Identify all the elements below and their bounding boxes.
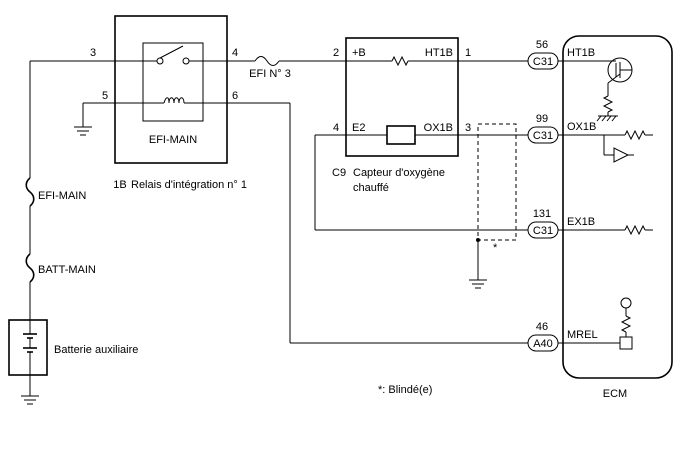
ex1b-resistor-symbol [624, 224, 646, 236]
shield-box [477, 123, 517, 241]
efi-main-fuse-symbol [25, 177, 35, 207]
integration-relay: EFI-MAIN 3 4 5 6 1B Relais d'intégration… [90, 15, 247, 191]
sensor-terminal-plus-b: +B [352, 47, 366, 59]
connector-id: A40 [533, 338, 553, 350]
shield-junction-dot [476, 238, 480, 242]
footnote: *: Blindé(e) [378, 384, 432, 396]
shield-ground-symbol [469, 279, 487, 289]
ecm-pin-46: 46 [536, 321, 548, 333]
ecm-connector-56: 56 C31 HT1B [527, 39, 595, 70]
mrel-resistor-symbol [620, 315, 632, 333]
ecm-terminal-ex1b: EX1B [567, 216, 595, 228]
sensor-connector-id: C9 [332, 167, 346, 179]
mrel-driver-box [619, 336, 633, 350]
ecm-connector-46: 46 A40 MREL [527, 321, 598, 352]
sensor-pin-3: 3 [465, 122, 471, 134]
relay-pin-5: 5 [102, 90, 108, 102]
batt-main-fuse-label: BATT-MAIN [38, 264, 96, 276]
heater-resistor-symbol [391, 55, 409, 67]
battery-box [8, 319, 48, 376]
sensor-terminal-e2: E2 [352, 122, 365, 134]
ecm-terminal-ox1b: OX1B [567, 121, 596, 133]
relay-name: EFI-MAIN [149, 134, 197, 146]
relay-pin-6: 6 [232, 90, 238, 102]
ecm-connector-99: 99 C31 OX1B [527, 113, 596, 144]
sensor-terminal-ht1b: HT1B [425, 47, 453, 59]
ecm-label: ECM [603, 388, 627, 400]
efi-no3-fuse-label: EFI N° 3 [249, 68, 291, 80]
sensor-terminal-ox1b: OX1B [424, 122, 453, 134]
ecm-box [562, 35, 673, 379]
ht1b-resistor-symbol [602, 95, 614, 113]
shield-marker: * [493, 242, 498, 254]
ecm-pin-99: 99 [536, 113, 548, 125]
connector-id: C31 [533, 225, 553, 237]
ox1b-resistor-symbol [624, 129, 646, 141]
sensor-box [345, 37, 459, 157]
relay-ground-symbol [74, 126, 92, 136]
efi-main-fuse-label: EFI-MAIN [38, 190, 86, 202]
sensor-element-symbol [386, 125, 416, 145]
sensor-title-line1: Capteur d'oxygène [353, 167, 445, 179]
ecm-ground-symbol [596, 115, 618, 122]
sensor-pin-1: 1 [465, 47, 471, 59]
transistor-symbol [607, 57, 633, 96]
relay-box [114, 15, 228, 164]
sensor-title-line2: chauffé [353, 182, 389, 194]
ecm-connector-131: 131 C31 EX1B [527, 208, 595, 239]
comparator-symbol [613, 147, 630, 163]
mrel-supply-symbol [620, 297, 632, 309]
heated-oxygen-sensor: 2 +B HT1B 1 4 E2 OX1B 3 C9 Capteur d'oxy… [332, 37, 471, 194]
batt-main-fuse-symbol [25, 253, 35, 283]
relay-switch-symbol [156, 45, 190, 65]
ecm-pin-56: 56 [536, 39, 548, 51]
relay-title: Relais d'intégration n° 1 [131, 179, 247, 191]
connector-id: C31 [533, 56, 553, 68]
ecm-pin-131: 131 [533, 208, 551, 220]
auxiliary-battery: Batterie auxiliaire [8, 319, 138, 376]
battery-symbol [23, 320, 37, 375]
battery-label: Batterie auxiliaire [54, 344, 138, 356]
relay-inner-box [142, 42, 204, 122]
ecm-terminal-ht1b: HT1B [567, 47, 595, 59]
connector-id: C31 [533, 130, 553, 142]
efi-no3-fuse-symbol [254, 56, 280, 66]
relay-pin-3: 3 [90, 47, 96, 59]
sensor-pin-2: 2 [333, 47, 339, 59]
relay-pin-4: 4 [232, 47, 238, 59]
ecm-terminal-mrel: MREL [567, 329, 598, 341]
relay-connector-id: 1B [113, 179, 126, 191]
battery-ground-symbol [21, 395, 39, 405]
sensor-pin-4: 4 [333, 122, 339, 134]
relay-coil-symbol [163, 97, 185, 104]
